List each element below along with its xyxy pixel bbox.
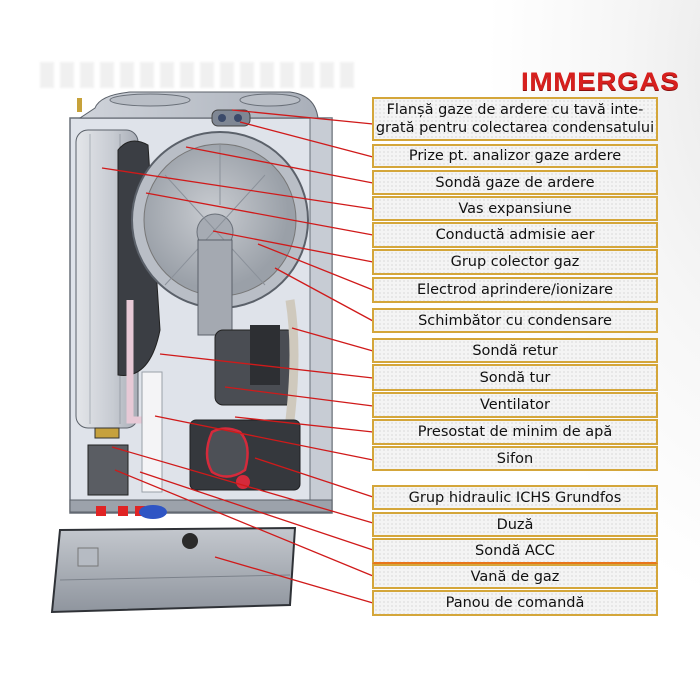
label-flue-gas-probe: Sondă gaze de ardere bbox=[372, 170, 658, 195]
faded-header-text bbox=[40, 62, 360, 88]
label-water-pressure-switch: Presostat de minim de apă bbox=[372, 419, 658, 445]
label-fan: Ventilator bbox=[372, 392, 658, 418]
label-return-probe: Sondă retur bbox=[372, 338, 658, 363]
label-analyzer-ports: Prize pt. analizor gaze ardere bbox=[372, 144, 658, 168]
label-dhw-probe: Sondă ACC bbox=[372, 538, 658, 564]
label-ignition-electrode: Electrod aprindere/ionizare bbox=[372, 277, 658, 303]
label-flow-probe: Sondă tur bbox=[372, 364, 658, 391]
label-air-intake-duct: Conductă admisie aer bbox=[372, 222, 658, 248]
label-siphon: Sifon bbox=[372, 446, 658, 471]
label-hydraulic-group: Grup hidraulic ICHS Grundfos bbox=[372, 485, 658, 510]
immergas-logo: IMMERGAS bbox=[521, 68, 680, 96]
label-nozzle: Duză bbox=[372, 512, 658, 537]
label-expansion-vessel: Vas expansiune bbox=[372, 196, 658, 221]
label-control-panel: Panou de comandă bbox=[372, 590, 658, 616]
label-flue-flange-line2: grată pentru colectarea condensatului bbox=[375, 120, 655, 136]
label-flue-flange-line1: Flanșă gaze de ardere cu tavă inte- bbox=[386, 102, 644, 118]
label-flue-flange: Flanșă gaze de ardere cu tavă inte- grat… bbox=[372, 97, 658, 141]
label-condensing-exchanger: Schimbător cu condensare bbox=[372, 308, 658, 333]
label-gas-manifold: Grup colector gaz bbox=[372, 249, 658, 275]
label-gas-valve: Vană de gaz bbox=[372, 564, 658, 589]
